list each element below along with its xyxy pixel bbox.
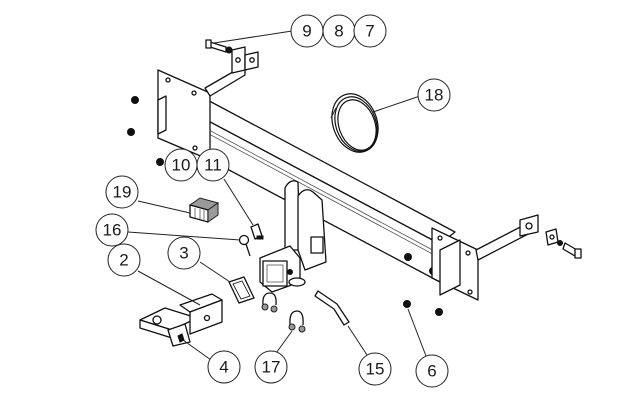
electrical-socket (188, 197, 220, 223)
callout-9[interactable]: 9 (290, 14, 324, 48)
receiver-assembly (259, 180, 327, 293)
callout-label: 8 (334, 22, 343, 41)
pin-clip-bolt (250, 223, 264, 240)
callout-label: 2 (119, 251, 128, 270)
hitch-pin-clip (238, 234, 251, 257)
callout-label: 6 (427, 362, 436, 381)
callout-label: 7 (365, 22, 374, 41)
left-mount-bracket (157, 46, 259, 161)
callout-19[interactable]: 19 (105, 175, 139, 209)
callout-label: 3 (179, 244, 188, 263)
ball-mount-tongue (139, 293, 223, 347)
callout-label: 15 (366, 360, 385, 379)
callout-16[interactable]: 16 (95, 213, 129, 247)
callout-label: 9 (302, 22, 311, 41)
callout-10[interactable]: 10 (164, 148, 198, 182)
callout-17[interactable]: 17 (254, 350, 288, 384)
bolt-assembly-top (205, 39, 233, 54)
callout-label: 4 (219, 358, 228, 377)
callout-15[interactable]: 15 (358, 352, 392, 386)
bolt-assembly-right (545, 228, 582, 259)
callout-label: 16 (103, 221, 122, 240)
blanking-plugs (127, 96, 443, 316)
shackle (261, 292, 306, 333)
callout-label: 18 (425, 86, 444, 105)
callout-label: 17 (262, 358, 281, 377)
callout-4[interactable]: 4 (207, 350, 241, 384)
callout-label: 11 (204, 156, 222, 175)
right-mount-bracket (431, 214, 539, 301)
callout-8[interactable]: 8 (322, 14, 356, 48)
crossbar (164, 87, 456, 283)
callout-label: 10 (172, 156, 191, 175)
callout-7[interactable]: 7 (353, 14, 387, 48)
hitch-pin (314, 290, 350, 326)
wiring-coil (330, 93, 379, 153)
callout-6[interactable]: 6 (415, 354, 449, 388)
callout-11[interactable]: 11 (196, 148, 230, 182)
receiver-collar (228, 276, 255, 304)
callout-18[interactable]: 18 (417, 78, 451, 112)
receiver-window (310, 236, 324, 254)
callout-2[interactable]: 2 (107, 243, 141, 277)
bar-hole (404, 253, 412, 261)
callout-3[interactable]: 3 (167, 236, 201, 270)
leader-lines (127, 30, 427, 361)
callout-label: 19 (113, 183, 132, 202)
